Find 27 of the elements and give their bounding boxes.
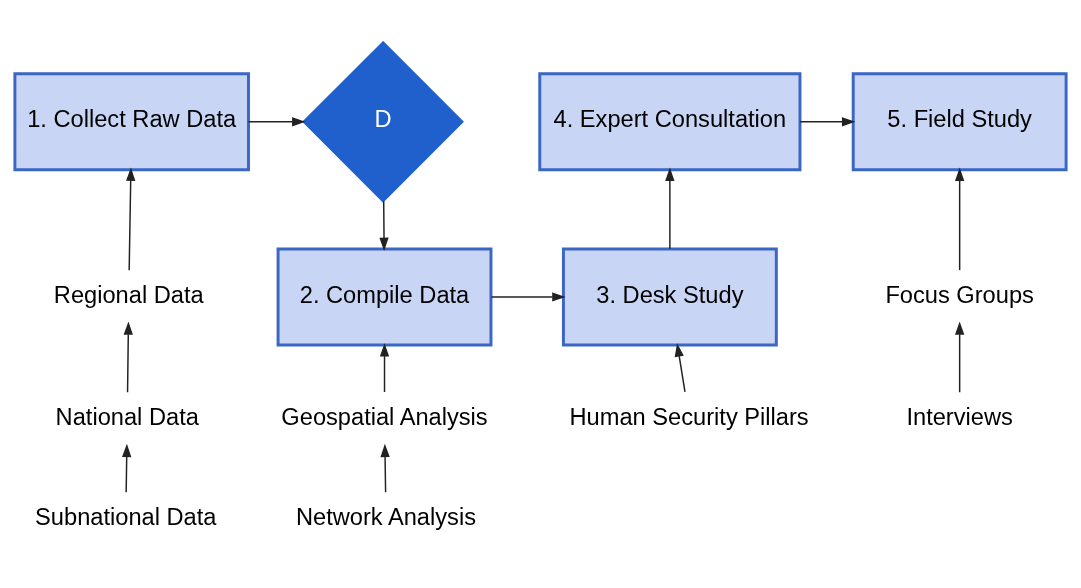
node-box: 4. Expert Consultation [538, 72, 802, 172]
node-text: National Data [55, 403, 199, 430]
arrow [955, 321, 965, 393]
node-text: Focus Groups [885, 281, 1034, 308]
arrow [123, 321, 133, 393]
node-text: Human Security Pillars [569, 403, 809, 430]
node-box: 2. Compile Data [276, 247, 493, 347]
node-box: 3. Desk Study [561, 247, 778, 347]
arrow [490, 292, 566, 302]
arrow [379, 200, 389, 251]
node-text: Subnational Data [35, 504, 217, 531]
arrow [674, 343, 686, 393]
node-text: Interviews [906, 403, 1013, 430]
arrow [126, 167, 136, 271]
node-diamond: D [302, 40, 464, 203]
node-box: 1. Collect Raw Data [13, 72, 250, 172]
arrow [379, 343, 390, 393]
arrow [247, 117, 306, 127]
arrow [955, 167, 965, 271]
node-text: Geospatial Analysis [281, 403, 488, 430]
node-box: 5. Field Study [851, 72, 1068, 172]
arrow [665, 167, 675, 250]
arrow [380, 443, 390, 493]
node-text: Network Analysis [296, 504, 476, 531]
node-text: Regional Data [53, 281, 204, 308]
arrow [799, 117, 856, 127]
arrow [122, 443, 132, 493]
